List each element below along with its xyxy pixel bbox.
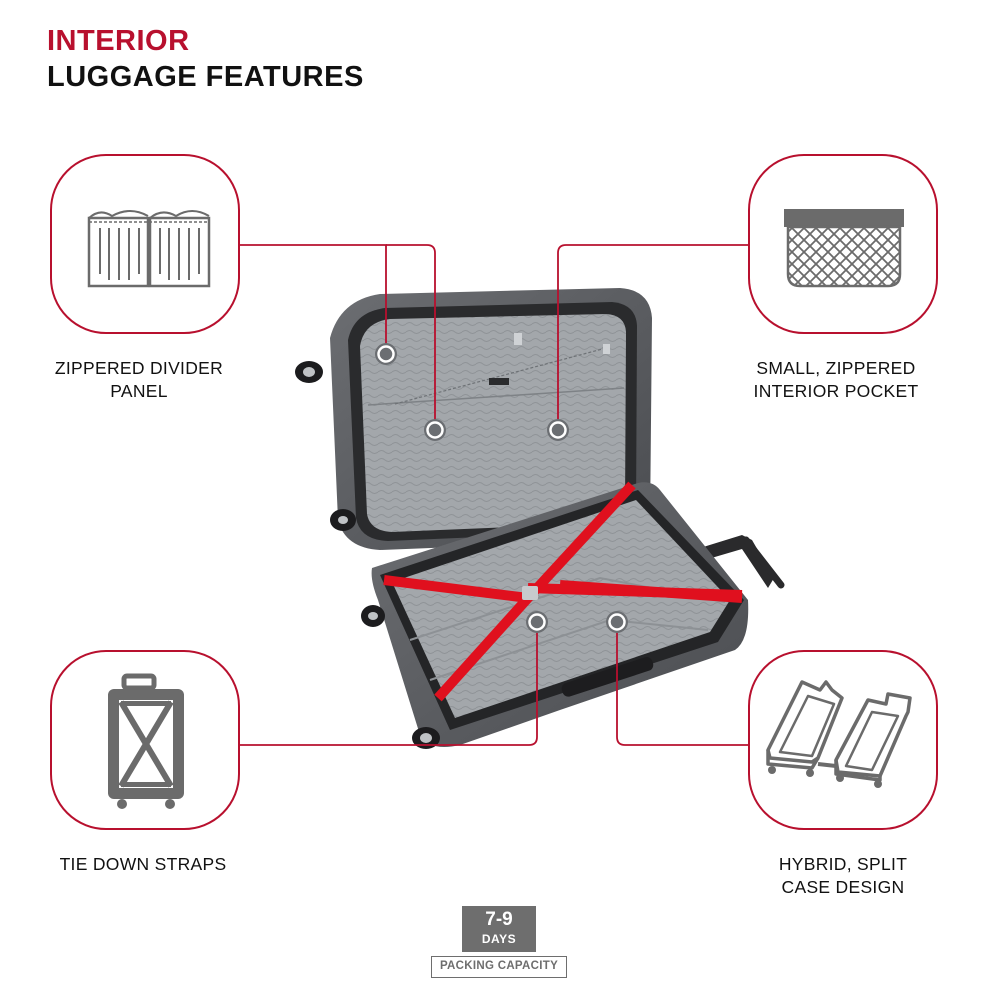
telescoping-handle bbox=[700, 535, 785, 589]
packing-capacity-badge: 7-9 DAYS PACKING CAPACITY bbox=[431, 906, 567, 978]
days-number: 7-9 bbox=[485, 909, 513, 930]
suitcase-lid bbox=[330, 288, 652, 550]
connector-pocket bbox=[557, 244, 752, 430]
connector-split bbox=[616, 622, 752, 746]
days-box: 7-9 DAYS bbox=[462, 906, 536, 952]
label-line: ZIPPERED DIVIDER bbox=[54, 358, 224, 378]
callout-markers bbox=[375, 343, 628, 633]
heading-line-interior: INTERIOR bbox=[47, 25, 190, 57]
mesh-pocket-icon bbox=[784, 209, 904, 288]
label-line: PANEL bbox=[110, 381, 168, 401]
feature-label-tie-down-straps: TIE DOWN STRAPS bbox=[23, 853, 263, 876]
marker-divider-1 bbox=[375, 343, 397, 365]
marker-divider-2 bbox=[424, 419, 446, 441]
connector-straps bbox=[240, 622, 538, 746]
label-line: SMALL, ZIPPERED bbox=[756, 358, 916, 378]
connector-divider-b bbox=[386, 244, 436, 430]
split-case-icon bbox=[766, 680, 912, 788]
feature-label-split-case: HYBRID, SPLIT CASE DESIGN bbox=[723, 853, 963, 899]
marker-split bbox=[606, 611, 628, 633]
connector-divider-a bbox=[240, 244, 387, 354]
capacity-caption: PACKING CAPACITY bbox=[431, 956, 567, 978]
spinner-wheels bbox=[295, 361, 440, 749]
feature-label-interior-pocket: SMALL, ZIPPERED INTERIOR POCKET bbox=[716, 357, 956, 403]
strapped-suitcase-icon bbox=[108, 673, 184, 809]
label-line: HYBRID, SPLIT bbox=[778, 854, 908, 874]
feature-card-tie-down-straps bbox=[50, 650, 240, 830]
feature-card-interior-pocket bbox=[748, 154, 938, 334]
label-line: TIE DOWN STRAPS bbox=[59, 854, 227, 874]
page-heading: INTERIOR LUGGAGE FEATURES bbox=[47, 24, 364, 96]
divider-panel-icon bbox=[87, 210, 211, 288]
days-unit: DAYS bbox=[481, 932, 517, 946]
marker-straps bbox=[526, 611, 548, 633]
feature-label-divider-panel: ZIPPERED DIVIDER PANEL bbox=[19, 357, 259, 403]
label-line: INTERIOR POCKET bbox=[753, 381, 919, 401]
feature-card-split-case bbox=[748, 650, 938, 830]
label-line: CASE DESIGN bbox=[781, 877, 905, 897]
marker-pocket bbox=[547, 419, 569, 441]
heading-line-features: LUGGAGE FEATURES bbox=[47, 61, 364, 93]
tie-down-straps bbox=[383, 481, 743, 702]
feature-card-divider-panel bbox=[50, 154, 240, 334]
